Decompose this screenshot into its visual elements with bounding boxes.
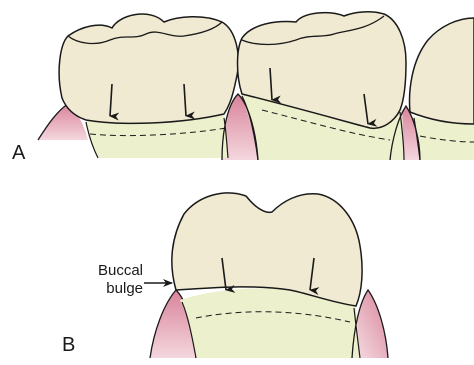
buccal-bulge-label-line-2: bulge xyxy=(71,280,143,298)
panel-label-b: B xyxy=(62,335,75,355)
tooth-3-crown xyxy=(410,18,474,124)
panel-b xyxy=(144,193,388,358)
panel-a xyxy=(38,12,474,160)
tooth-1-crown xyxy=(59,14,238,123)
buccal-bulge-label-line-1: Buccal xyxy=(71,262,143,280)
buccal-bulge-label: Buccal bulge xyxy=(71,262,143,298)
panel-label-a: A xyxy=(12,143,25,163)
